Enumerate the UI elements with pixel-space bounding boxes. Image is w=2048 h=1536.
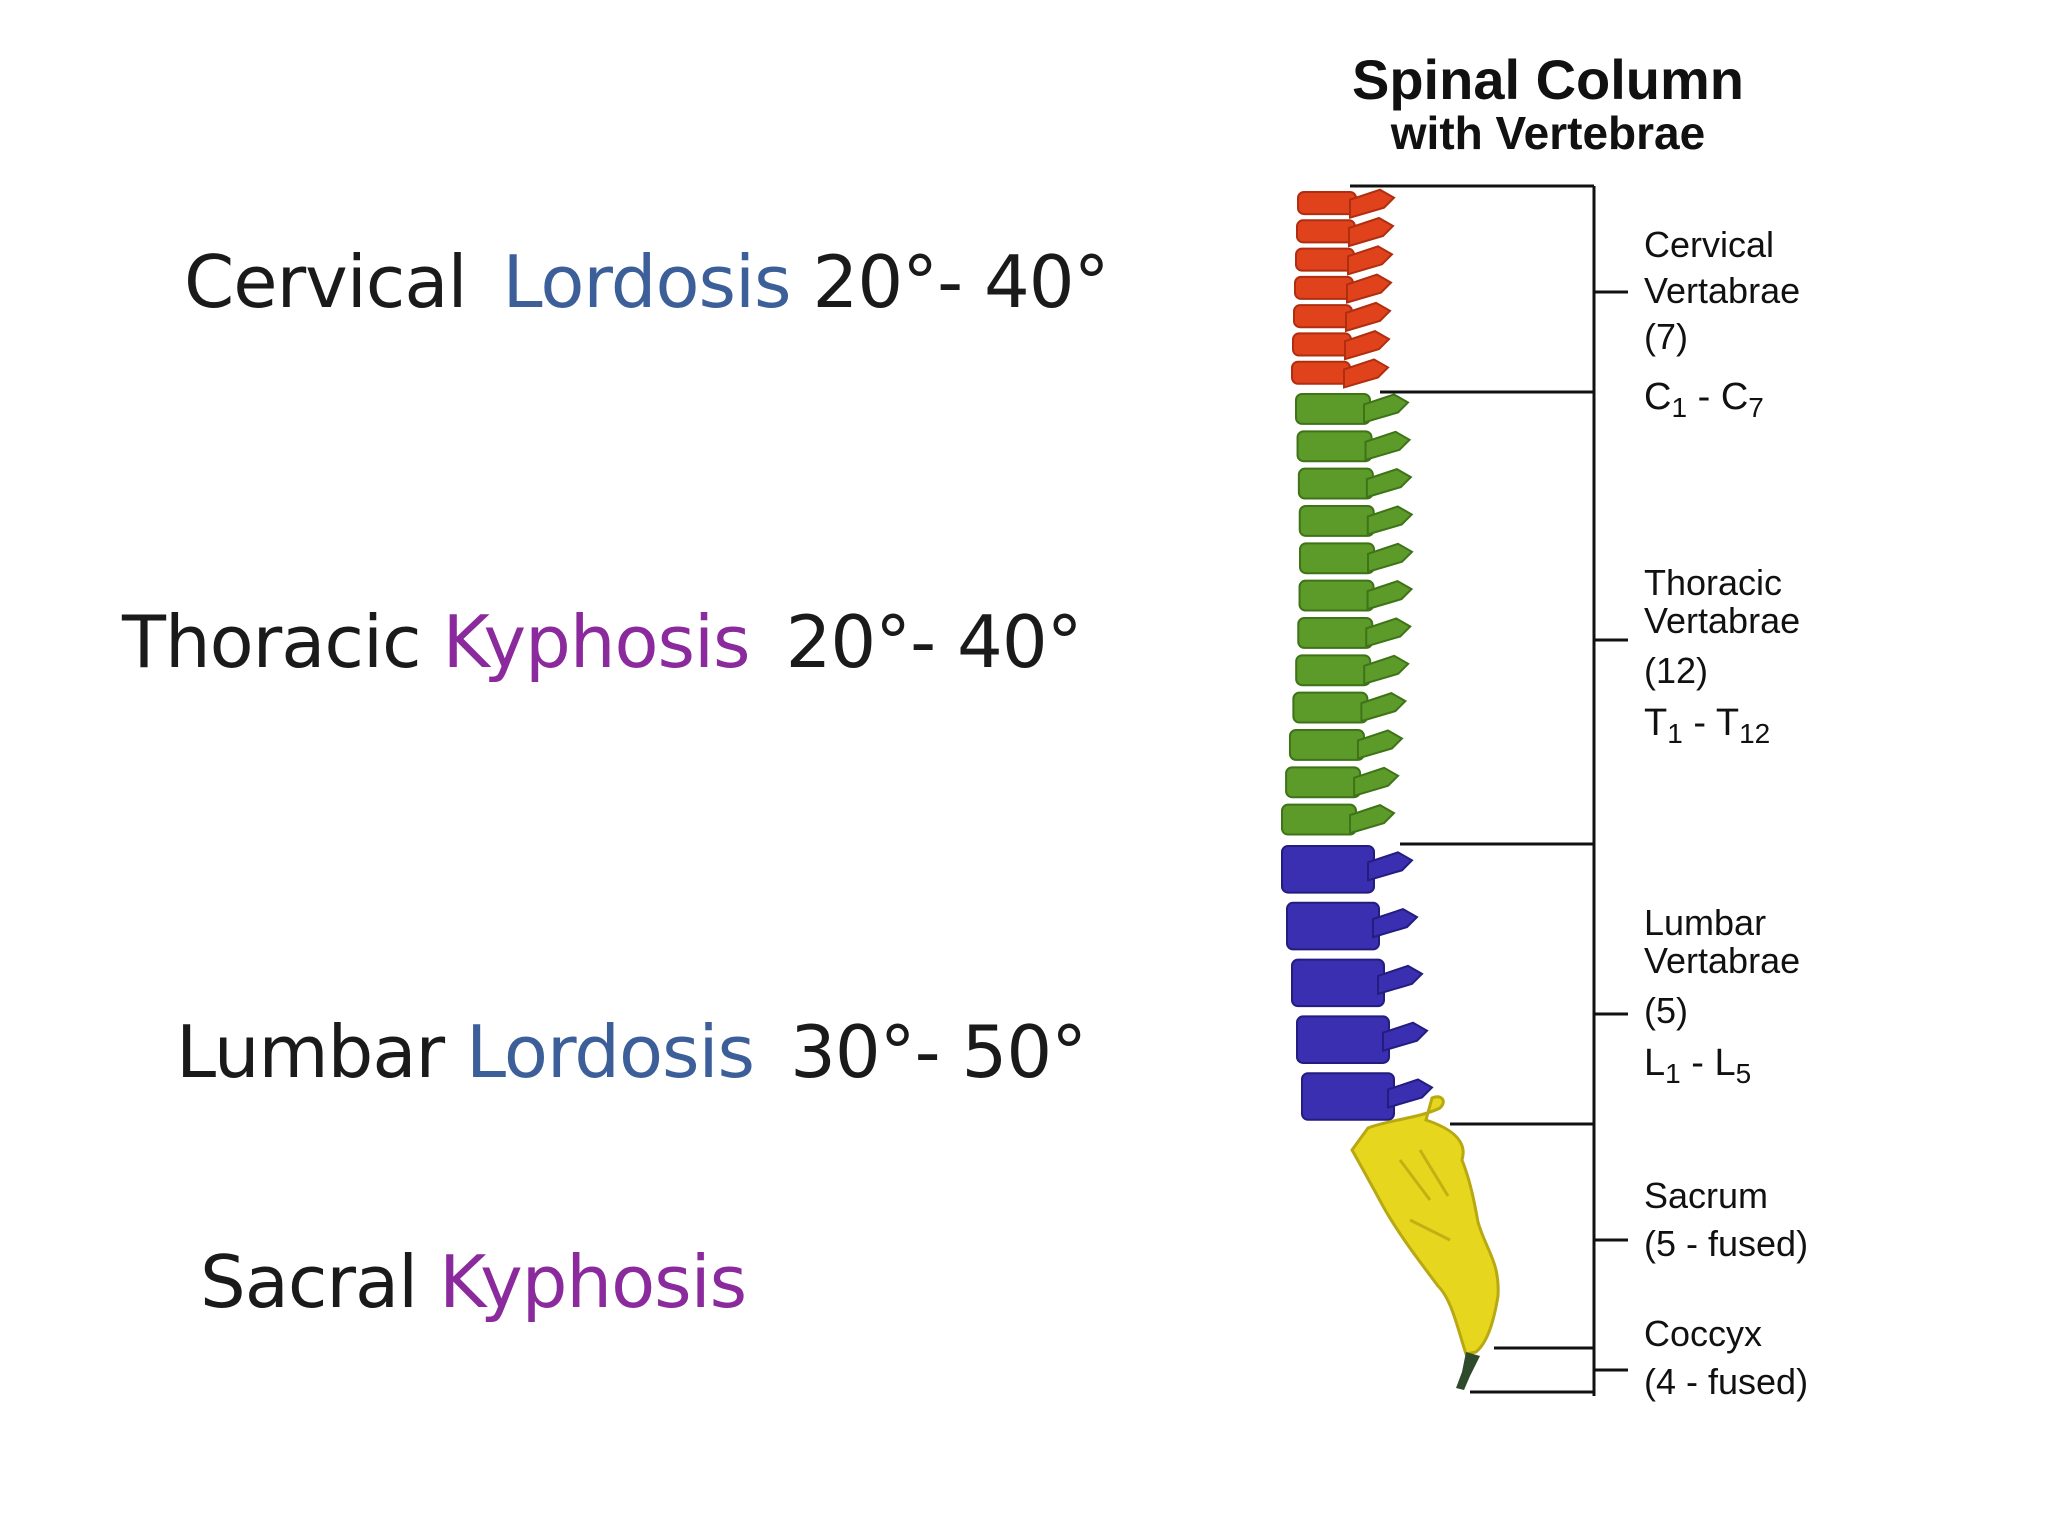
vertebra-count: (7) <box>1644 316 1688 357</box>
region-word: Sacral <box>200 1240 418 1324</box>
angle-range: 30°- 50° <box>790 1010 1087 1094</box>
coccyx-region-label: Coccyx (4 - fused) <box>1644 1310 1808 1406</box>
thoracic-vertebra-process <box>1365 617 1412 648</box>
region-word: Thoracic <box>122 600 422 684</box>
vertebra-count: (12) <box>1644 650 1709 691</box>
cervical-vertebra-process <box>1343 358 1390 389</box>
curve-type-word: Kyphosis <box>439 1240 747 1324</box>
thoracic-vertebra <box>1285 766 1362 799</box>
lumbar-vertebra-process <box>1372 908 1419 939</box>
cervical-vertebra <box>1297 191 1357 216</box>
cervical-vertebra-process <box>1349 188 1396 220</box>
thoracic-vertebra <box>1296 430 1373 463</box>
cervical-vertebra-process <box>1344 330 1391 361</box>
thoracic-vertebra-process <box>1367 542 1414 574</box>
diagram-title-line2: with Vertebrae <box>1390 107 1706 159</box>
thoracic-vertebra-process <box>1353 766 1400 798</box>
region-name: Sacrum <box>1644 1175 1769 1216</box>
thoracic-vertebra-process <box>1365 468 1413 499</box>
vertebra-range: T1 - T12 <box>1644 702 1771 749</box>
thoracic-vertebra-process <box>1366 505 1414 536</box>
angle-range: 20°- 40° <box>785 600 1083 684</box>
thoracic-vertebra-process <box>1364 430 1412 462</box>
sacrum-region-label: Sacrum (5 - fused) <box>1644 1172 1808 1268</box>
thoracic-vertebra <box>1292 691 1369 724</box>
lumbar-vertebra-process <box>1387 1078 1434 1109</box>
region-name: Thoracic <box>1644 562 1783 603</box>
cervical-vertebra <box>1296 219 1356 244</box>
thoracic-vertebra <box>1281 803 1357 836</box>
lumbar-vertebra-process <box>1377 964 1424 996</box>
lumbar-vertebrae <box>1281 845 1434 1121</box>
vertebra-count: (5 - fused) <box>1644 1223 1809 1264</box>
thoracic-vertebra <box>1295 654 1372 687</box>
curve-type-word: Lordosis <box>466 1010 755 1094</box>
curve-type-word: Lordosis <box>502 240 792 324</box>
region-name: Coccyx <box>1644 1313 1763 1354</box>
coccyx-shape <box>1456 1352 1480 1390</box>
diagram-title-line1: Spinal Column <box>1352 48 1744 111</box>
cervical-region-label: Cervical Vertabrae (7) C1 - C7 <box>1644 222 1800 431</box>
thoracic-vertebrae <box>1281 393 1414 836</box>
sacrum-shape <box>1350 1095 1500 1356</box>
region-word: Lumbar <box>176 1010 445 1094</box>
cervical-vertebra <box>1291 360 1351 385</box>
thoracic-vertebra <box>1288 729 1365 761</box>
thoracic-vertebra <box>1297 617 1374 649</box>
thoracic-vertebra-process <box>1363 654 1410 686</box>
thoracic-vertebra-process <box>1366 580 1414 611</box>
region-name: Lumbar <box>1644 902 1767 943</box>
region-brackets <box>1350 184 1628 1396</box>
cervical-vertebrae <box>1291 188 1396 389</box>
lumbar-region-label: Lumbar Vertabrae (5) L1 - L5 <box>1644 904 1800 1093</box>
diagram-title: Spinal Column with Vertebrae <box>1338 48 1758 159</box>
curve-type-word: Kyphosis <box>442 600 751 684</box>
thoracic-vertebra <box>1297 467 1374 500</box>
lumbar-vertebra <box>1301 1072 1395 1121</box>
lumbar-vertebra <box>1291 958 1385 1008</box>
cervical-vertebra <box>1295 247 1355 272</box>
cervical-vertebra-process <box>1345 301 1392 333</box>
vertebra-range: L1 - L5 <box>1644 1042 1752 1089</box>
lumbar-vertebra-process <box>1367 851 1414 882</box>
vertebra-range: C1 - C7 <box>1644 376 1764 423</box>
cervical-vertebra <box>1292 332 1352 357</box>
cervical-vertebra-process <box>1348 216 1395 248</box>
thoracic-vertebra <box>1298 505 1375 537</box>
thoracic-region-label: Thoracic Vertabrae (12) T1 - T12 <box>1644 564 1800 753</box>
cervical-vertebra-process <box>1346 273 1393 304</box>
thoracic-vertebra <box>1299 542 1376 575</box>
region-name: Cervical <box>1644 224 1775 265</box>
region-word: Vertabrae <box>1644 940 1801 981</box>
thoracic-vertebra-process <box>1349 804 1396 835</box>
thoracic-vertebra <box>1298 579 1375 612</box>
vertebra-count: (4 - fused) <box>1644 1361 1809 1402</box>
lumbar-vertebra <box>1296 1015 1390 1064</box>
angle-range: 20°- 40° <box>812 240 1110 324</box>
region-word: Cervical <box>184 240 467 324</box>
lumbar-vertebra-process <box>1382 1021 1429 1053</box>
thoracic-vertebra-process <box>1356 729 1404 760</box>
region-word: Vertabrae <box>1644 600 1801 641</box>
thoracic-vertebra-process <box>1360 692 1408 723</box>
lumbar-vertebra <box>1281 845 1375 894</box>
vertebra-count: (5) <box>1644 990 1688 1031</box>
cervical-vertebra <box>1294 275 1354 300</box>
cervical-vertebra <box>1293 304 1353 329</box>
thoracic-vertebra-process <box>1363 393 1410 424</box>
thoracic-vertebra <box>1295 393 1371 425</box>
lumbar-vertebra <box>1286 901 1380 951</box>
region-word: Vertabrae <box>1644 270 1801 311</box>
cervical-vertebra-process <box>1347 245 1394 276</box>
